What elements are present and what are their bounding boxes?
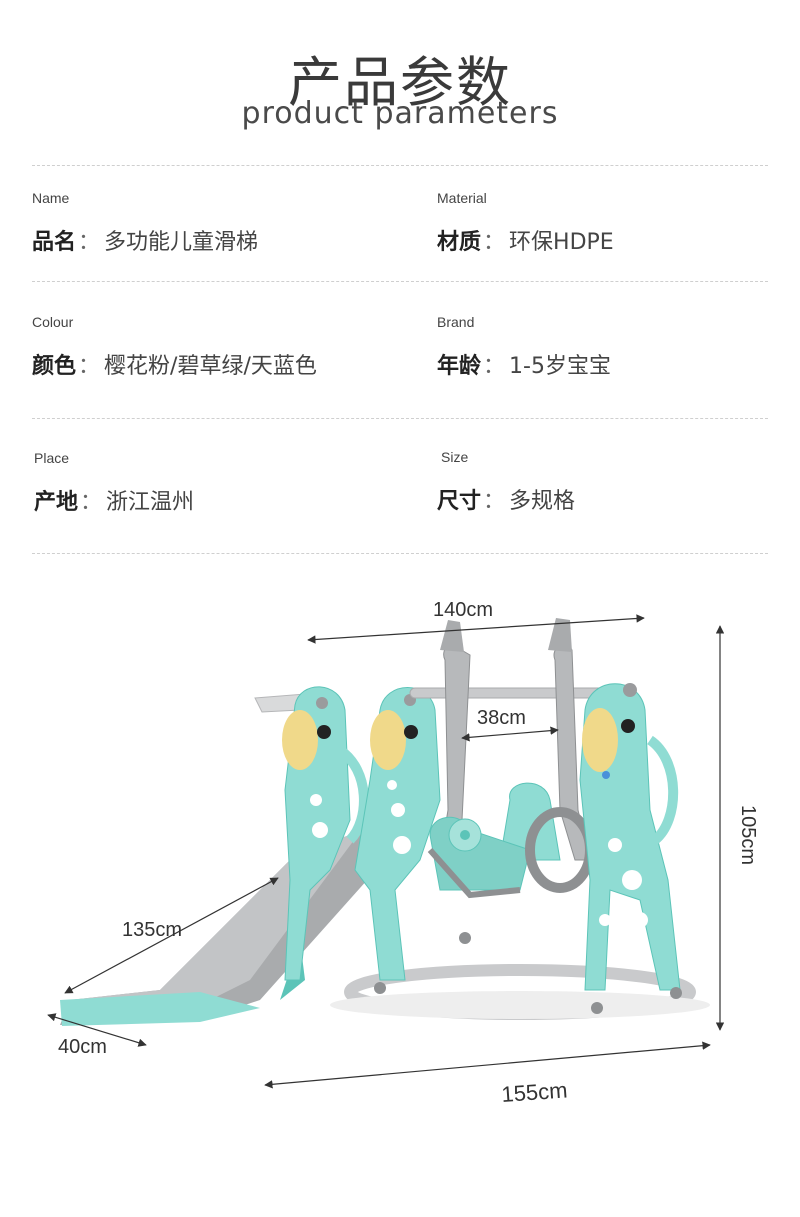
param-brand: Brand 年龄：1-5岁宝宝 (437, 314, 611, 380)
param-key: 品名 (32, 230, 77, 255)
param-size: Size 尺寸：多规格 (437, 449, 575, 515)
param-value: 多功能儿童滑梯 (104, 230, 259, 255)
param-key: 颜色 (32, 354, 77, 379)
giraffe-post-middle (354, 687, 441, 981)
giraffe-post-right (579, 683, 681, 991)
page-subtitle: product parameters (241, 96, 559, 131)
param-place: Place 产地：浙江温州 (34, 450, 194, 516)
param-sep: ： (483, 489, 506, 514)
giraffe-post-left (282, 686, 369, 981)
dim-line-38 (461, 726, 559, 742)
param-material: Material 材质：环保HDPE (437, 190, 614, 256)
param-label-en: Material (437, 190, 487, 206)
param-sep: ： (80, 490, 103, 515)
dim-line-155 (264, 1041, 711, 1089)
dim-line-135 (64, 877, 279, 994)
param-row: 尺寸：多规格 (437, 483, 575, 515)
param-key: 年龄 (437, 354, 482, 379)
param-label-en: Brand (437, 314, 475, 330)
param-key: 材质 (437, 230, 482, 255)
dim-line-40 (47, 1013, 147, 1047)
param-sep: ： (483, 354, 506, 379)
divider (32, 281, 768, 282)
param-label-en: Name (32, 190, 70, 206)
param-label-en: Size (441, 449, 469, 465)
param-value: 环保HDPE (509, 230, 614, 255)
param-sep: ： (78, 230, 101, 255)
product-diagram: 140cm 38cm 105cm 135cm 40cm 155cm (47, 599, 759, 1107)
page-title: 产品参数 (288, 51, 512, 114)
dim-line-140 (307, 614, 645, 644)
param-sep: ： (78, 354, 101, 379)
param-row: 年龄：1-5岁宝宝 (437, 348, 611, 380)
param-row: 产地：浙江温州 (34, 484, 194, 516)
param-value: 1-5岁宝宝 (509, 354, 611, 379)
param-row: 颜色：樱花粉/碧草绿/天蓝色 (32, 348, 317, 380)
param-label-en: Colour (32, 314, 74, 330)
param-row: 品名：多功能儿童滑梯 (32, 224, 258, 256)
param-key: 尺寸 (437, 489, 482, 514)
divider (32, 553, 768, 554)
dim-label-40: 40cm (58, 1036, 107, 1058)
dim-label-105: 105cm (737, 805, 759, 865)
dim-label-38: 38cm (477, 707, 526, 729)
param-value: 樱花粉/碧草绿/天蓝色 (104, 354, 317, 379)
divider (32, 418, 768, 419)
swing-seat (427, 782, 595, 899)
param-key: 产地 (34, 490, 79, 515)
param-label-en: Place (34, 450, 70, 466)
bolts (374, 932, 682, 1014)
param-value: 浙江温州 (106, 490, 195, 515)
param-name: Name 品名：多功能儿童滑梯 (32, 190, 258, 256)
divider (32, 165, 768, 166)
param-row: 材质：环保HDPE (437, 224, 614, 256)
param-colour: Colour 颜色：樱花粉/碧草绿/天蓝色 (32, 314, 317, 380)
dimension-lines (47, 614, 725, 1089)
param-value: 多规格 (509, 489, 576, 514)
dim-label-140: 140cm (433, 599, 493, 621)
base-ring (330, 964, 710, 1020)
dim-label-135: 135cm (122, 919, 182, 941)
dim-label-155: 155cm (501, 1077, 569, 1107)
param-sep: ： (483, 230, 506, 255)
